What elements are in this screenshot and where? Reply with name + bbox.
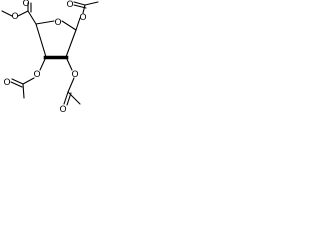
atom-ring-o: O [54, 18, 61, 28]
bond-acetyl-3-carbonyl-double-b [10, 81, 23, 88]
atom-ester-methoxy-o: O [11, 12, 18, 22]
bond-c1-to-anomeric-o [75, 17, 81, 31]
atom-ester-carbonyl-o: O [22, 0, 29, 9]
bond-o-to-ester-carbon [17, 10, 29, 17]
bond-c4-to-ring-o [35, 20, 55, 25]
bond-c3-to-c2-bold [43, 55, 69, 60]
atom-acetyl-1-carbonyl-o: O [66, 0, 73, 10]
bond-c3-o-to-acetyl-carbon [22, 77, 35, 85]
bond-anomeric-o-to-acetyl-carbon [82, 4, 86, 14]
bond-acetyl-2-methyl [67, 91, 81, 105]
molecule-drawing: O O O O O O O O O [1, 0, 99, 114]
bonds [1, 1, 99, 106]
bond-ring-o-to-c1 [61, 20, 77, 31]
bond-c2-to-ester-o [65, 56, 73, 71]
atom-labels: O O O O O O O O O [3, 0, 86, 114]
bond-acetyl-3-methyl [22, 83, 25, 99]
bond-acetyl-1-carbonyl-double-b [73, 4, 87, 9]
bond-acetyl-2-carbonyl-double-a [63, 91, 69, 105]
bond-methyl-to-o [1, 10, 13, 17]
atom-c2-ester-o: O [71, 70, 78, 80]
bond-acetyl-2-carbonyl-double-b [66, 92, 72, 106]
bond-c4-to-c3 [35, 23, 47, 58]
bond-acetyl-3-carbonyl-double-a [11, 78, 24, 85]
bond-acetyl-1-carbonyl-double-a [73, 1, 86, 6]
bond-c2-o-to-acetyl-carbon [67, 77, 75, 93]
atom-acetyl-3-carbonyl-o: O [3, 78, 10, 88]
atom-acetyl-2-carbonyl-o: O [59, 105, 66, 114]
chemical-structure-diagram: O O O O O O O O O [0, 0, 118, 114]
atom-c3-ester-o: O [33, 70, 40, 80]
bond-acetyl-1-methyl [84, 1, 99, 6]
bond-c3-to-ester-o [39, 56, 47, 71]
bond-c1-to-c2 [65, 29, 77, 58]
bond-ester-carbon-to-c4 [27, 10, 37, 25]
atom-anomeric-ester-o: O [79, 13, 86, 23]
